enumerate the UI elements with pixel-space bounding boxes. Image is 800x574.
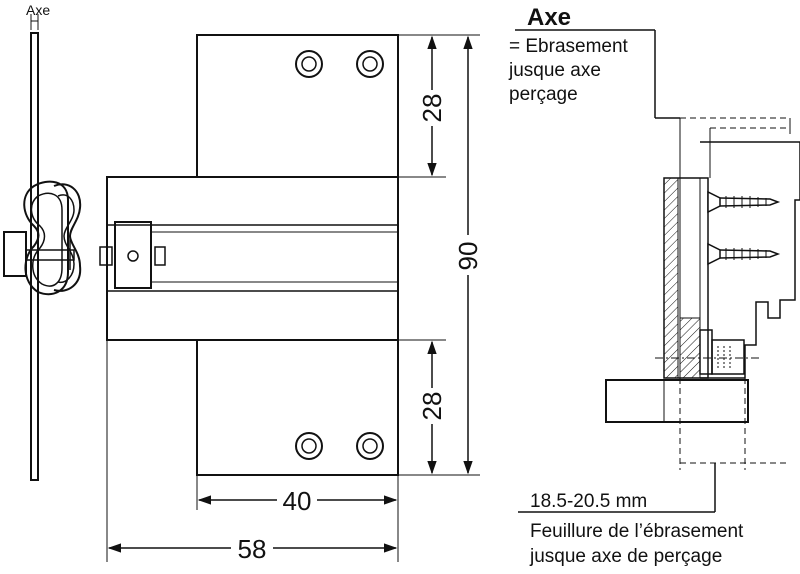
front-view [99, 34, 399, 476]
screw-hole-icon [356, 50, 384, 78]
dimension-overall-width: 58 [238, 534, 267, 564]
lower-plate [196, 339, 399, 476]
feuillure-desc-line1: Feuillure de l’ébrasement [530, 521, 744, 542]
axe-small-label: Axe [26, 2, 50, 18]
axe-title: Axe [527, 4, 571, 31]
side-view: Axe [3, 2, 82, 481]
feuillure-value: 18.5-20.5 mm [530, 491, 647, 512]
axe-small-dimension: Axe [26, 2, 50, 30]
dimension-plate-width: 40 [283, 486, 312, 516]
screw-hole-icon [356, 432, 384, 460]
dimension-bottom-height: 28 [417, 392, 447, 421]
dimension-total-height: 90 [453, 242, 483, 271]
dimension-top-height: 28 [417, 94, 447, 123]
screw-hole-icon [295, 50, 323, 78]
axe-desc-line3: perçage [509, 84, 578, 105]
axe-desc-line1: = Ebrasement [509, 36, 629, 57]
vertical-dimensions: 28 90 28 [398, 34, 483, 476]
section-view: Axe = Ebrasement jusque axe perçage [508, 4, 800, 567]
axe-desc-line2: jusque axe [508, 60, 601, 81]
wood-screw-icon [707, 242, 781, 266]
center-bar [106, 176, 399, 341]
feuillure-desc-line2: jusque axe de perçage [529, 546, 722, 567]
wood-screw-icon [707, 190, 781, 214]
screw-hole-icon [295, 432, 323, 460]
horizontal-dimensions: 40 58 [106, 340, 399, 564]
